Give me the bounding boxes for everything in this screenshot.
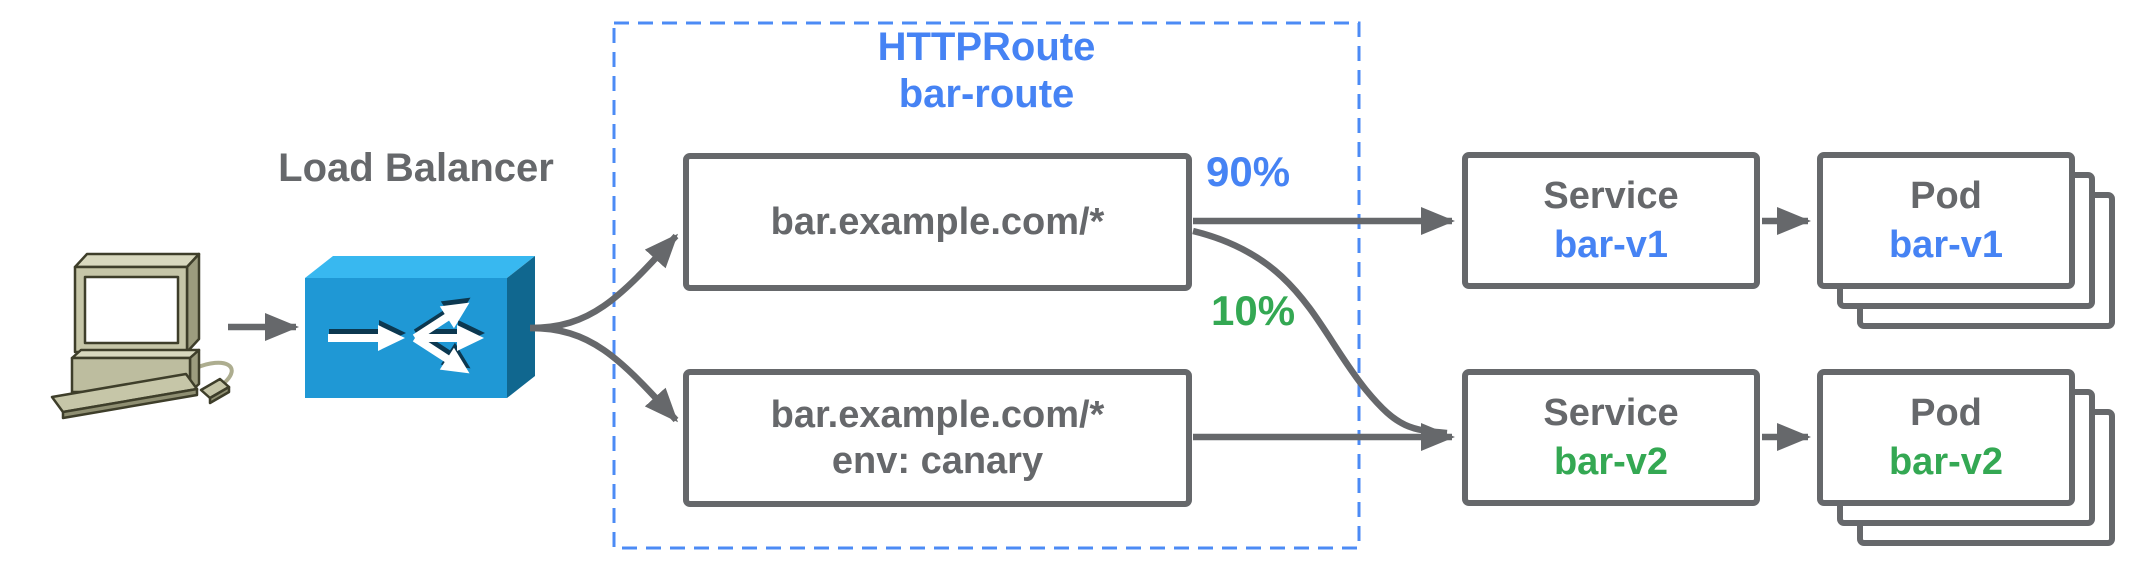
- service-kind-label: Service: [1543, 391, 1679, 434]
- route-match-box-default: bar.example.com/*: [683, 153, 1192, 291]
- pod-kind-label: Pod: [1910, 391, 1982, 434]
- service-kind-label: Service: [1543, 174, 1679, 217]
- load-balancer-icon: [305, 256, 535, 398]
- route-match-host: bar.example.com/*: [770, 201, 1105, 243]
- pod-bar-v2-stack: Pod bar-v2: [1817, 369, 2115, 573]
- pod-card: Pod bar-v2: [1817, 369, 2075, 506]
- pod-card: Pod bar-v1: [1817, 152, 2075, 289]
- httproute-name-label: bar-route: [898, 72, 1075, 116]
- arrow-lb-to-match-bottom: [529, 324, 679, 423]
- service-name-label: bar-v1: [1553, 223, 1669, 266]
- httproute-label: HTTPRoute bar-route: [613, 24, 1360, 118]
- monitor-screen: [83, 275, 180, 345]
- service-bar-v1-box: Service bar-v1: [1462, 152, 1760, 289]
- service-bar-v2-box: Service bar-v2: [1462, 369, 1760, 506]
- httproute-boundary: [612, 21, 1361, 550]
- arrow-10pct-to-service-v2: [1192, 227, 1448, 437]
- route-match-box-canary: bar.example.com/* env: canary: [683, 369, 1192, 507]
- arrow-lb-to-match-top: [529, 233, 679, 332]
- lb-fanout-arrows: [328, 302, 484, 374]
- route-match-canary-header: env: canary: [831, 440, 1044, 482]
- pod-name-label: bar-v2: [1888, 440, 2004, 483]
- load-balancer-label: Load Balancer: [278, 146, 554, 190]
- httproute-kind-label: HTTPRoute: [877, 25, 1096, 69]
- mouse-cable: [195, 360, 234, 386]
- route-match-canary-host: bar.example.com/*: [770, 394, 1105, 436]
- client-computer-icon: [50, 252, 234, 420]
- pod-kind-label: Pod: [1910, 174, 1982, 217]
- pod-bar-v1-stack: Pod bar-v1: [1817, 152, 2115, 369]
- service-name-label: bar-v2: [1553, 440, 1669, 483]
- weight-90-label: 90%: [1206, 148, 1291, 195]
- pod-name-label: bar-v1: [1888, 223, 2004, 266]
- weight-10-label: 10%: [1211, 287, 1296, 334]
